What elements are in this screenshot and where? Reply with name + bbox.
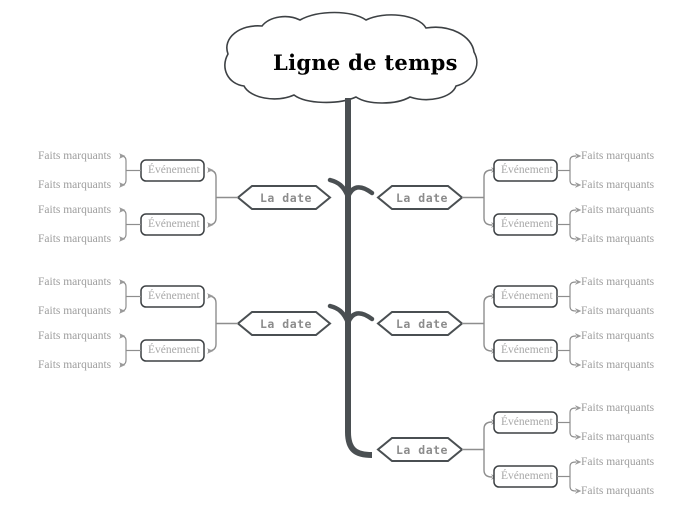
fact-label-right-2-2-1: Faits marquants [581, 330, 655, 342]
branch-right-2 [376, 279, 582, 368]
fact-label-right-2-1-2: Faits marquants [581, 305, 655, 317]
event-label-right-2-1: Événement [501, 290, 553, 302]
date-label-right-2: La date [396, 317, 448, 331]
event-label-left-1-2: Événement [148, 218, 200, 230]
fact-label-right-3-1-1: Faits marquants [581, 402, 655, 414]
branch-left-2 [118, 279, 332, 368]
fact-label-right-3-1-2: Faits marquants [581, 431, 655, 443]
fact-label-right-2-1-1: Faits marquants [581, 276, 655, 288]
fact-label-left-2-2-1: Faits marquants [38, 330, 112, 342]
fact-label-left-2-1-1: Faits marquants [38, 276, 112, 288]
central-trunk [327, 98, 375, 458]
branch-right-1 [376, 153, 582, 242]
fact-label-right-1-1-2: Faits marquants [581, 179, 655, 191]
date-node-right-3[interactable] [376, 437, 464, 462]
fact-label-right-1-2-1: Faits marquants [581, 204, 655, 216]
date-node-right-1[interactable] [376, 185, 464, 210]
fact-label-right-2-2-2: Faits marquants [581, 359, 655, 371]
fact-label-right-1-2-2: Faits marquants [581, 233, 655, 245]
fact-label-right-3-2-2: Faits marquants [581, 485, 655, 497]
branch-left-1 [118, 153, 332, 242]
event-label-left-2-2: Événement [148, 344, 200, 356]
branch-right-3 [376, 405, 582, 494]
fact-label-left-1-1-2: Faits marquants [38, 179, 112, 191]
fact-label-left-1-2-1: Faits marquants [38, 204, 112, 216]
date-label-right-1: La date [396, 191, 448, 205]
cloud-shape [224, 11, 478, 104]
event-label-right-3-2: Événement [501, 470, 553, 482]
fact-label-right-1-1-1: Faits marquants [581, 150, 655, 162]
event-label-right-2-2: Événement [501, 344, 553, 356]
event-label-left-2-1: Événement [148, 290, 200, 302]
date-label-right-3: La date [396, 443, 448, 457]
event-label-right-1-2: Événement [501, 218, 553, 230]
event-label-left-1-1: Événement [148, 164, 200, 176]
date-node-right-2[interactable] [376, 311, 464, 336]
root-cloud-node[interactable] [224, 11, 478, 104]
event-label-right-1-1: Événement [501, 164, 553, 176]
fact-label-right-3-2-1: Faits marquants [581, 456, 655, 468]
fact-label-left-2-2-2: Faits marquants [38, 359, 112, 371]
fact-label-left-2-1-2: Faits marquants [38, 305, 112, 317]
event-label-right-3-1: Événement [501, 416, 553, 428]
fact-label-left-1-2-2: Faits marquants [38, 233, 112, 245]
date-label-left-1: La date [260, 191, 312, 205]
fact-label-left-1-1-1: Faits marquants [38, 150, 112, 162]
root-node-label: Ligne de temps [273, 50, 458, 75]
date-label-left-2: La date [260, 317, 312, 331]
